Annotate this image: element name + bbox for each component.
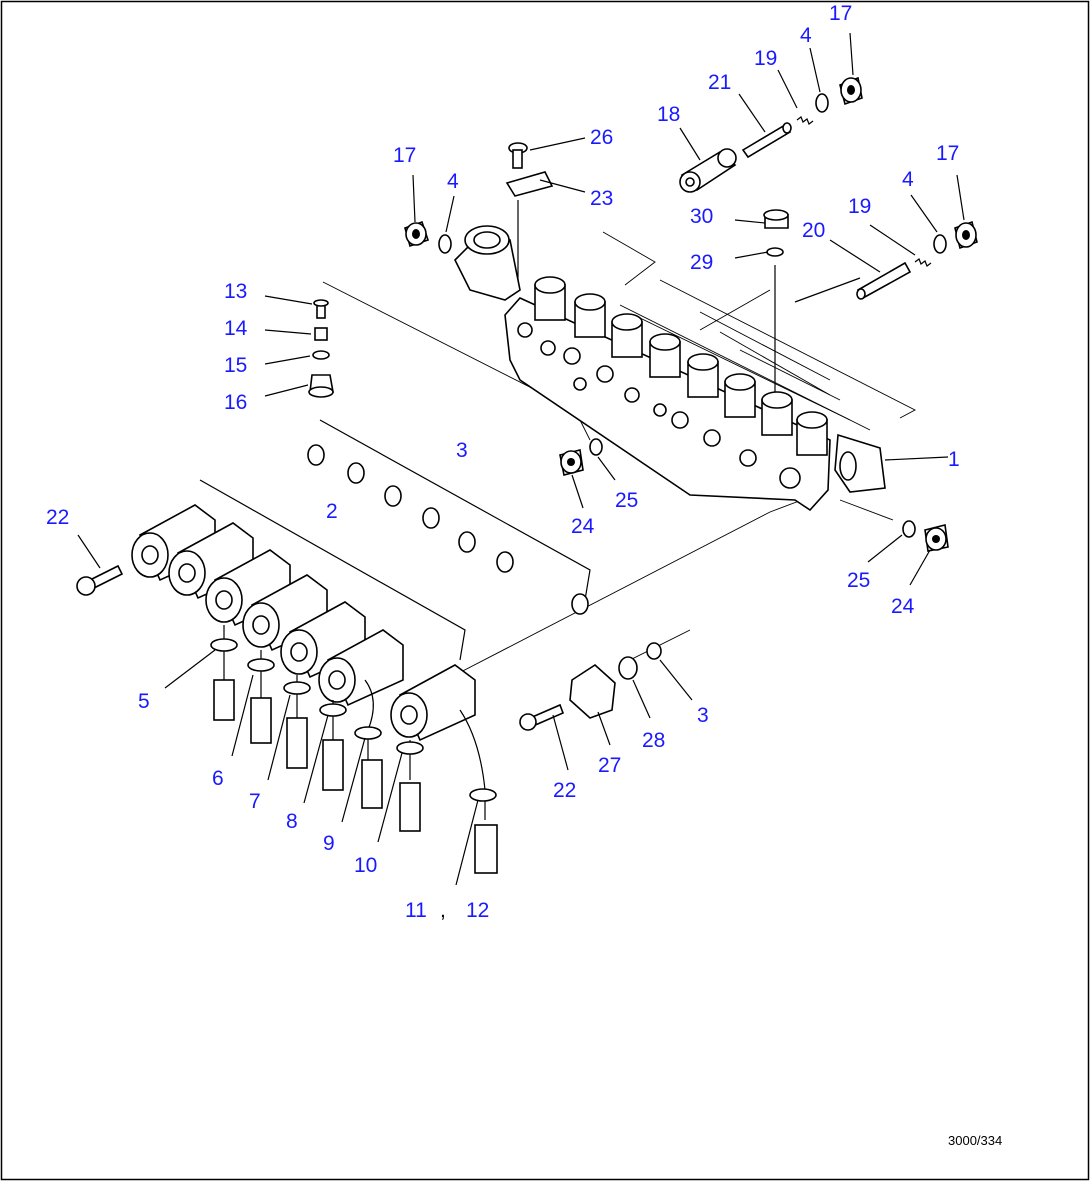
part-19-spring-right: [914, 258, 932, 267]
part-4-oring-right: [933, 234, 947, 254]
part-17-plug-left: [404, 220, 430, 248]
callout-label-c29: 29: [690, 251, 713, 274]
part-20-spool: [856, 261, 912, 300]
callout-label-c14: 14: [224, 317, 248, 340]
part-18-cylinder: [679, 148, 737, 193]
callout-label-c19b: 19: [848, 195, 871, 218]
callout-label-c24b: 24: [891, 595, 915, 618]
valve-body: [454, 225, 886, 512]
part-23-bracket: [505, 171, 554, 197]
callout-label-c2: 2: [326, 500, 338, 523]
callout-label-c5: 5: [138, 690, 150, 713]
callout-label-c4a: 4: [800, 24, 812, 47]
callout-label-c17a: 17: [829, 2, 852, 25]
callout-label-c1: 1: [948, 448, 960, 471]
callout-label-c21: 21: [708, 71, 731, 94]
callout-label-c16: 16: [224, 391, 247, 414]
part-27-plate: [569, 663, 616, 719]
wire-connectors: [210, 625, 498, 874]
part-22-bolt-left: [76, 564, 124, 596]
callout-label-c27: 27: [598, 754, 621, 777]
callout-label-c4c: 4: [902, 168, 914, 191]
parts-13-16-stack: [308, 299, 334, 398]
callout-label-c17b: 17: [393, 144, 416, 167]
part-3-oring-row: [307, 444, 589, 615]
part-30-plug: [763, 209, 789, 229]
callout-label-c7: 7: [249, 790, 261, 813]
callout-label-c24a: 24: [571, 515, 595, 538]
leader-lines: [77, 32, 965, 886]
callout-label-c20: 20: [802, 219, 825, 242]
part-4-oring-top: [815, 93, 829, 113]
callout-label-c23: 23: [590, 187, 613, 210]
part-3-bracket-line: [319, 419, 591, 601]
callout-label-c25b: 25: [847, 569, 870, 592]
callout-label-c11: 11: [405, 899, 427, 922]
callout-label-c22a: 22: [46, 506, 69, 529]
callout-label-c18: 18: [657, 103, 680, 126]
callout-label-c30: 30: [690, 205, 713, 228]
part-24-plug-left: [559, 449, 584, 476]
part-25-oring-left: [589, 438, 603, 456]
callout-label-c26: 26: [590, 126, 613, 149]
callout-label-c8: 8: [286, 810, 298, 833]
callout-label-c3a: 3: [456, 439, 468, 462]
callout-label-c10: 10: [354, 854, 377, 877]
callout-label-c13: 13: [224, 280, 247, 303]
callout-label-c3b: 3: [697, 704, 709, 727]
part-2-bracket-line: [199, 479, 466, 661]
part-21-spool: [741, 122, 792, 159]
part-22-bolt-lower: [519, 703, 565, 731]
solenoid-valves: [131, 504, 476, 742]
callout-label-c28: 28: [642, 729, 665, 752]
callout-label-c25a: 25: [615, 489, 638, 512]
part-28-oring: [618, 656, 638, 680]
part-4-oring-left: [438, 234, 452, 254]
part-3-oring-lower: [646, 642, 662, 660]
callout-label-c19a: 19: [754, 47, 777, 70]
figure-code: 3000/334: [948, 1133, 1002, 1148]
callout-label-c15: 15: [224, 354, 247, 377]
part-17-plug-right: [954, 220, 978, 250]
callout-label-c9: 9: [323, 832, 335, 855]
part-17-plug-top: [839, 76, 863, 106]
part-26-bolt: [508, 142, 528, 169]
callout-label-c6: 6: [212, 767, 224, 790]
part-24-plug-right: [924, 524, 949, 552]
callout-label-c17c: 17: [936, 142, 959, 165]
callout-label-c12: 12: [466, 899, 489, 922]
part-25-oring-right: [902, 520, 916, 538]
part-29-oring: [766, 247, 784, 257]
callout-label-c22b: 22: [553, 779, 576, 802]
callout-label-c4b: 4: [447, 170, 459, 193]
label-separator: ,: [440, 899, 446, 922]
part-19-spring: [796, 116, 814, 125]
